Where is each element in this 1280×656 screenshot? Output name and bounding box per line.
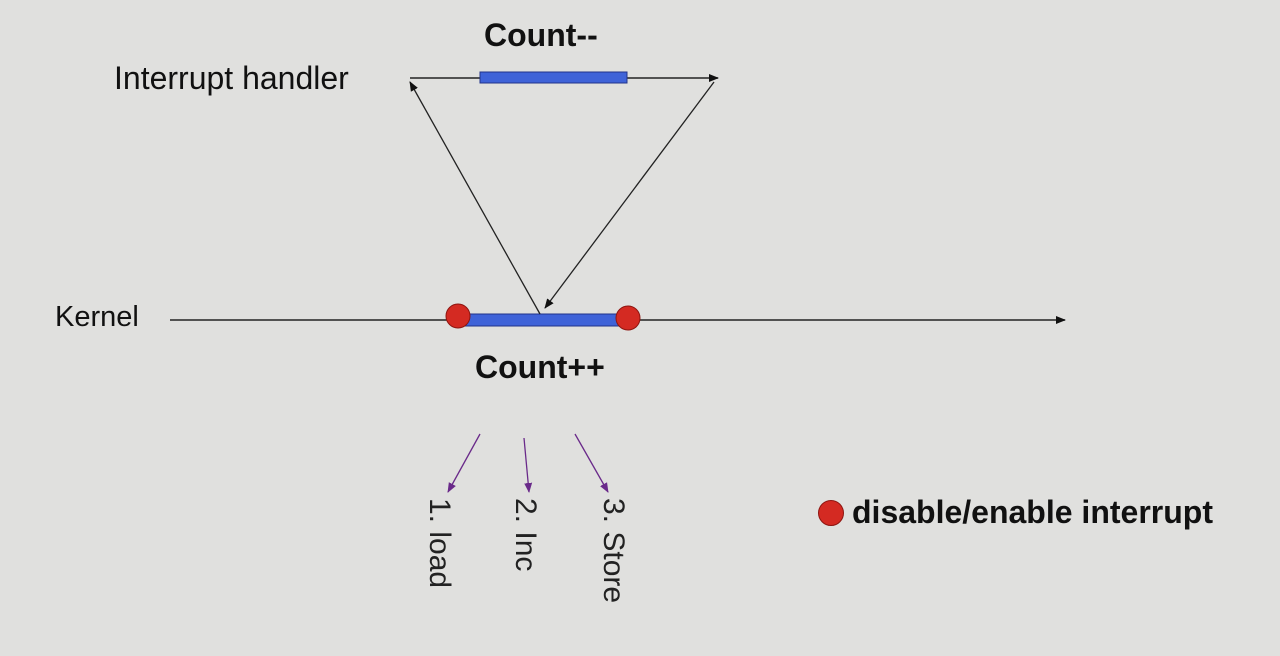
interrupt-entry-arrow (409, 81, 541, 315)
disable-interrupt-marker (445, 303, 471, 329)
enable-interrupt-marker (615, 305, 641, 331)
interrupt-return-arrow (544, 81, 715, 309)
interrupt-handler-label: Interrupt handler (114, 60, 349, 96)
step-store-label: 3. Store (597, 498, 630, 604)
legend-label: disable/enable interrupt (852, 494, 1213, 530)
count-increment-label: Count++ (475, 349, 605, 385)
step-store-arrow (574, 433, 609, 493)
count-decrement-segment (479, 71, 628, 84)
interrupt-marker-icon (818, 499, 844, 526)
count-increment-segment (459, 313, 631, 327)
kernel-label: Kernel (55, 301, 139, 333)
step-load-arrow (447, 433, 481, 493)
step-load-label: 1. load (423, 498, 456, 589)
step-inc-label: 2. Inc (509, 498, 542, 572)
count-decrement-label: Count-- (484, 17, 598, 53)
legend: disable/enable interrupt (818, 494, 1213, 531)
step-inc-arrow (523, 437, 533, 493)
